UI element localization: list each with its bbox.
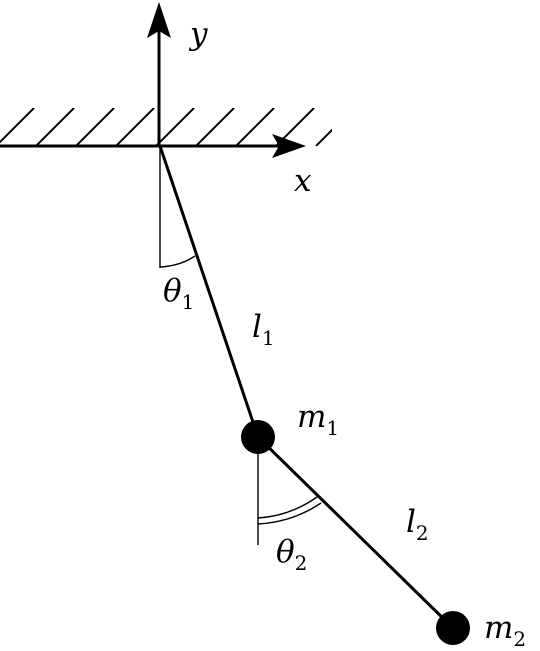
theta2-label: θ2 [276, 534, 307, 575]
m1-label: m1 [297, 399, 339, 440]
theta1-symbol: θ [163, 273, 182, 309]
theta2-arc-outer [257, 496, 318, 519]
l1-symbol: l [252, 309, 262, 345]
theta2-subscript: 2 [295, 551, 308, 575]
rod-1 [158, 145, 260, 438]
ceiling-hatching [0, 108, 332, 146]
l2-symbol: l [406, 504, 416, 540]
y-axis-label: y [188, 16, 208, 52]
theta1-subscript: 1 [182, 290, 195, 314]
l2-subscript: 2 [416, 521, 429, 545]
theta2-arc-inner [257, 502, 322, 525]
m2-symbol: m [484, 610, 513, 646]
y-axis-arrowhead [147, 2, 171, 38]
m2-subscript: 2 [513, 627, 526, 651]
l2-label: l2 [406, 504, 429, 545]
x-axis-label: x [294, 163, 312, 199]
mass-1-bob [241, 420, 275, 454]
theta2-symbol: θ [276, 534, 295, 570]
m1-subscript: 1 [326, 416, 339, 440]
mass-2-bob [436, 611, 470, 645]
m1-symbol: m [297, 399, 326, 435]
rod-2 [256, 435, 455, 630]
theta1-arc [159, 255, 196, 268]
m2-label: m2 [484, 610, 526, 651]
l1-label: l1 [252, 309, 275, 350]
x-axis-arrowhead [272, 134, 306, 158]
theta1-label: θ1 [163, 273, 194, 314]
l1-subscript: 1 [262, 326, 275, 350]
